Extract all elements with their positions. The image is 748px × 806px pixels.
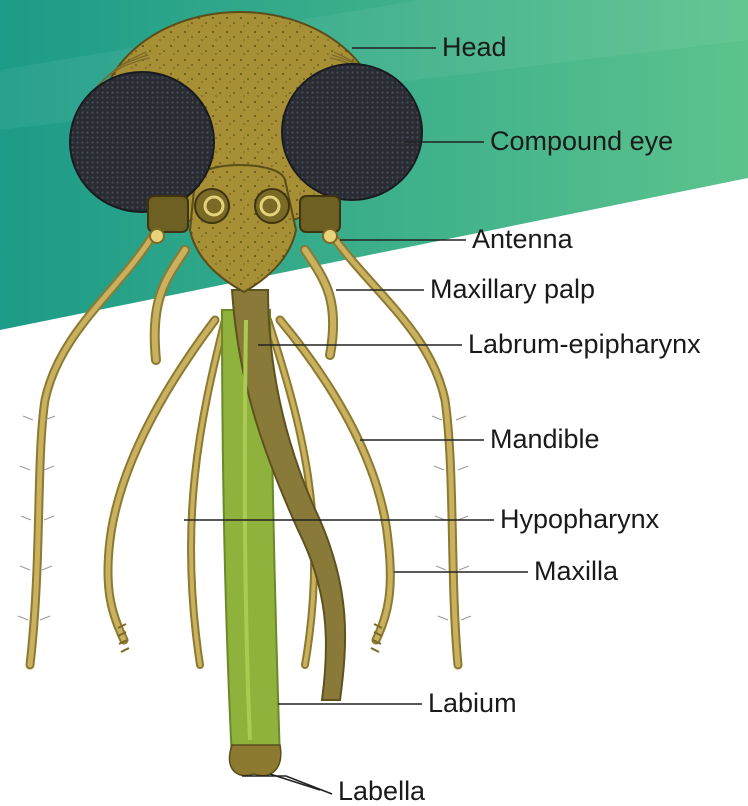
- label-maxilla: Maxilla: [534, 558, 618, 585]
- labella: [229, 745, 280, 776]
- mandible-left: [191, 320, 225, 665]
- label-head: Head: [442, 34, 507, 61]
- compound-eye-left: [70, 72, 214, 212]
- label-hypopharynx: Hypopharynx: [500, 506, 659, 533]
- label-labrum-epipharynx: Labrum-epipharynx: [468, 331, 701, 358]
- label-antenna: Antenna: [472, 226, 573, 253]
- label-maxillary-palp: Maxillary palp: [430, 276, 595, 303]
- label-compound-eye: Compound eye: [490, 128, 673, 155]
- label-labium: Labium: [428, 690, 517, 717]
- label-mandible: Mandible: [490, 426, 600, 453]
- label-labella: Labella: [338, 778, 425, 805]
- compound-eye-right: [282, 64, 422, 200]
